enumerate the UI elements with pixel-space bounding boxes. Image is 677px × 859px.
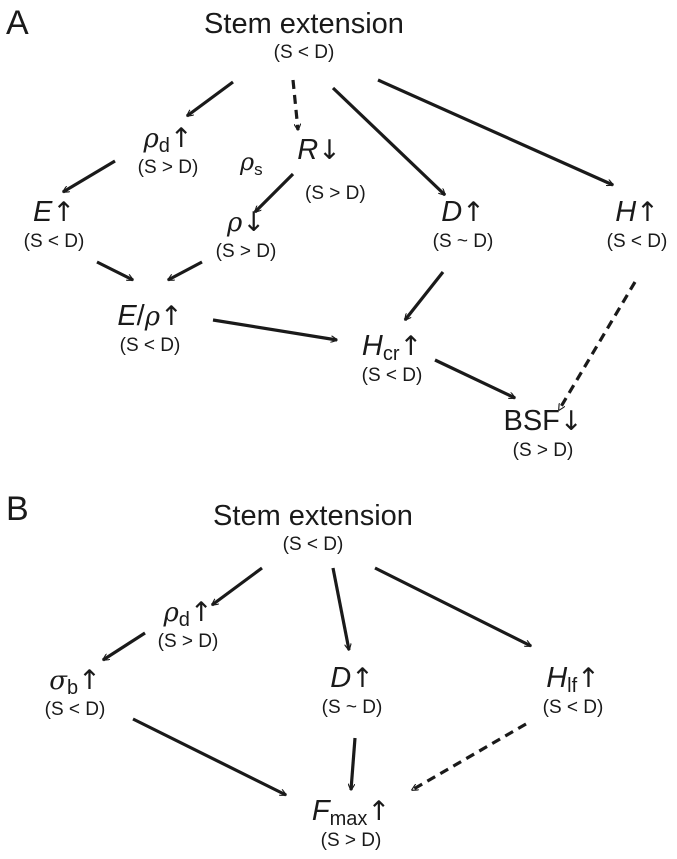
node-symbol: ρ [163,598,179,628]
node-symbol: E [117,300,137,332]
up-arrow-icon: ↑ [169,123,193,154]
node-relation: (S < D) [361,365,423,386]
node-symbol: F [311,795,330,827]
down-arrow-icon: ↓ [559,406,583,437]
node-b-f-max: Fmax↑ (S > D) [312,795,390,852]
node-a-h: H↑ (S < D) [607,196,668,253]
node-relation: (S > D) [305,183,366,204]
node-symbol: H [615,196,637,228]
node-a-stem-extension: Stem extension (S < D) [204,8,404,64]
edge-a-e-rho-to-h-cr [212,318,337,340]
edge-a-e-to-e-rho [96,260,133,282]
node-symbol: σ [49,666,67,696]
node-a-r: R↓ [297,134,341,167]
edge-b-stem-to-h-lf [374,566,531,648]
node-a-e-over-rho: E/ρ↑ (S < D) [117,300,182,357]
edge-a-stem-to-h [377,78,613,187]
node-title: BSF [503,405,560,437]
up-arrow-icon: ↑ [160,301,183,332]
node-subscript: lf [567,675,578,697]
node-symbol: D [441,196,463,228]
panel-label-a: A [6,4,29,42]
edge-a-h-cr-to-bsf [434,358,515,400]
node-b-stem-extension: Stem extension (S < D) [213,500,413,556]
node-b-h-lf: Hlf↑ (S < D) [543,662,604,719]
node-title: Stem extension [213,500,413,532]
node-symbol: R [297,134,319,166]
node-symbol-2: ρ [144,302,161,332]
up-arrow-icon: ↑ [577,663,600,694]
node-relation: (S < D) [119,335,181,356]
edge-b-sigma-b-to-f-max [132,717,286,797]
up-arrow-icon: ↑ [399,331,423,362]
edge-a-r-to-rho [255,172,295,212]
node-relation: (S < D) [282,534,344,555]
node-subscript: cr [382,343,400,365]
edge-a-d-to-h-cr [403,271,445,320]
node-relation: (S < D) [273,42,335,63]
node-subscript: b [66,677,79,699]
up-arrow-icon: ↑ [189,597,213,628]
up-arrow-icon: ↑ [462,197,485,228]
node-b-d: D↑ (S ~ D) [322,662,383,719]
node-symbol: H [546,662,568,694]
node-symbol: ρ [240,148,255,176]
edge-b-stem-to-rho-d [212,566,263,607]
node-a-rho-d: ρd↑ (S > D) [138,122,199,179]
node-symbol: ρ [227,208,243,238]
node-relation: (S < D) [23,231,85,252]
node-a-rho-s: ρs [240,148,263,179]
edge-a-rho-to-e-rho [168,260,203,282]
down-arrow-icon: ↓ [318,135,341,166]
node-relation: (S ~ D) [432,231,494,252]
node-relation: (S > D) [157,631,219,652]
node-b-sigma-b: σb↑ (S < D) [45,664,106,721]
up-arrow-icon: ↑ [351,663,374,694]
node-slash: / [136,300,145,332]
edge-a-rho-d-to-e [63,159,116,194]
node-relation: (S ~ D) [321,697,383,718]
node-symbol: D [330,662,352,694]
edge-a-stem-to-r [291,79,298,130]
up-arrow-icon: ↑ [78,665,101,696]
up-arrow-icon: ↑ [636,197,659,228]
edge-b-d-to-f-max [351,737,357,790]
edge-a-stem-to-d [331,86,445,195]
node-b-rho-d: ρd↑ (S > D) [158,596,219,653]
node-a-d: D↑ (S ~ D) [433,196,494,253]
node-relation: (S < D) [44,699,106,720]
node-a-rho: ρ↓ (S > D) [216,206,277,263]
edge-b-rho-d-to-sigma-b [103,631,146,662]
up-arrow-icon: ↑ [367,796,391,827]
node-symbol: E [33,196,53,228]
node-subscript: d [158,135,170,157]
edge-a-stem-to-rho-d [187,80,234,118]
node-relation: (S > D) [512,440,574,461]
node-a-bsf: BSF↓ (S > D) [503,405,582,462]
node-a-e: E↑ (S < D) [24,196,85,253]
node-subscript: s [254,160,263,179]
node-a-h-cr: Hcr↑ (S < D) [362,330,423,387]
node-symbol: ρ [143,124,159,154]
node-symbol: H [361,330,383,362]
node-subscript: d [178,609,190,631]
node-subscript: max [329,808,368,830]
panel-label-b: B [6,490,29,528]
node-relation: (S > D) [215,241,277,262]
node-title: Stem extension [204,8,404,40]
edge-b-h-lf-to-f-max [412,722,527,792]
node-relation: (S < D) [542,697,604,718]
edge-b-stem-to-d [331,567,349,650]
up-arrow-icon: ↑ [52,197,75,228]
down-arrow-icon: ↓ [242,207,265,238]
node-relation: (S < D) [606,231,668,252]
edge-a-h-to-bsf [557,281,637,410]
node-relation: (S > D) [137,157,199,178]
node-relation: (S > D) [320,830,382,851]
node-a-r-relation: (S > D) [305,181,366,205]
